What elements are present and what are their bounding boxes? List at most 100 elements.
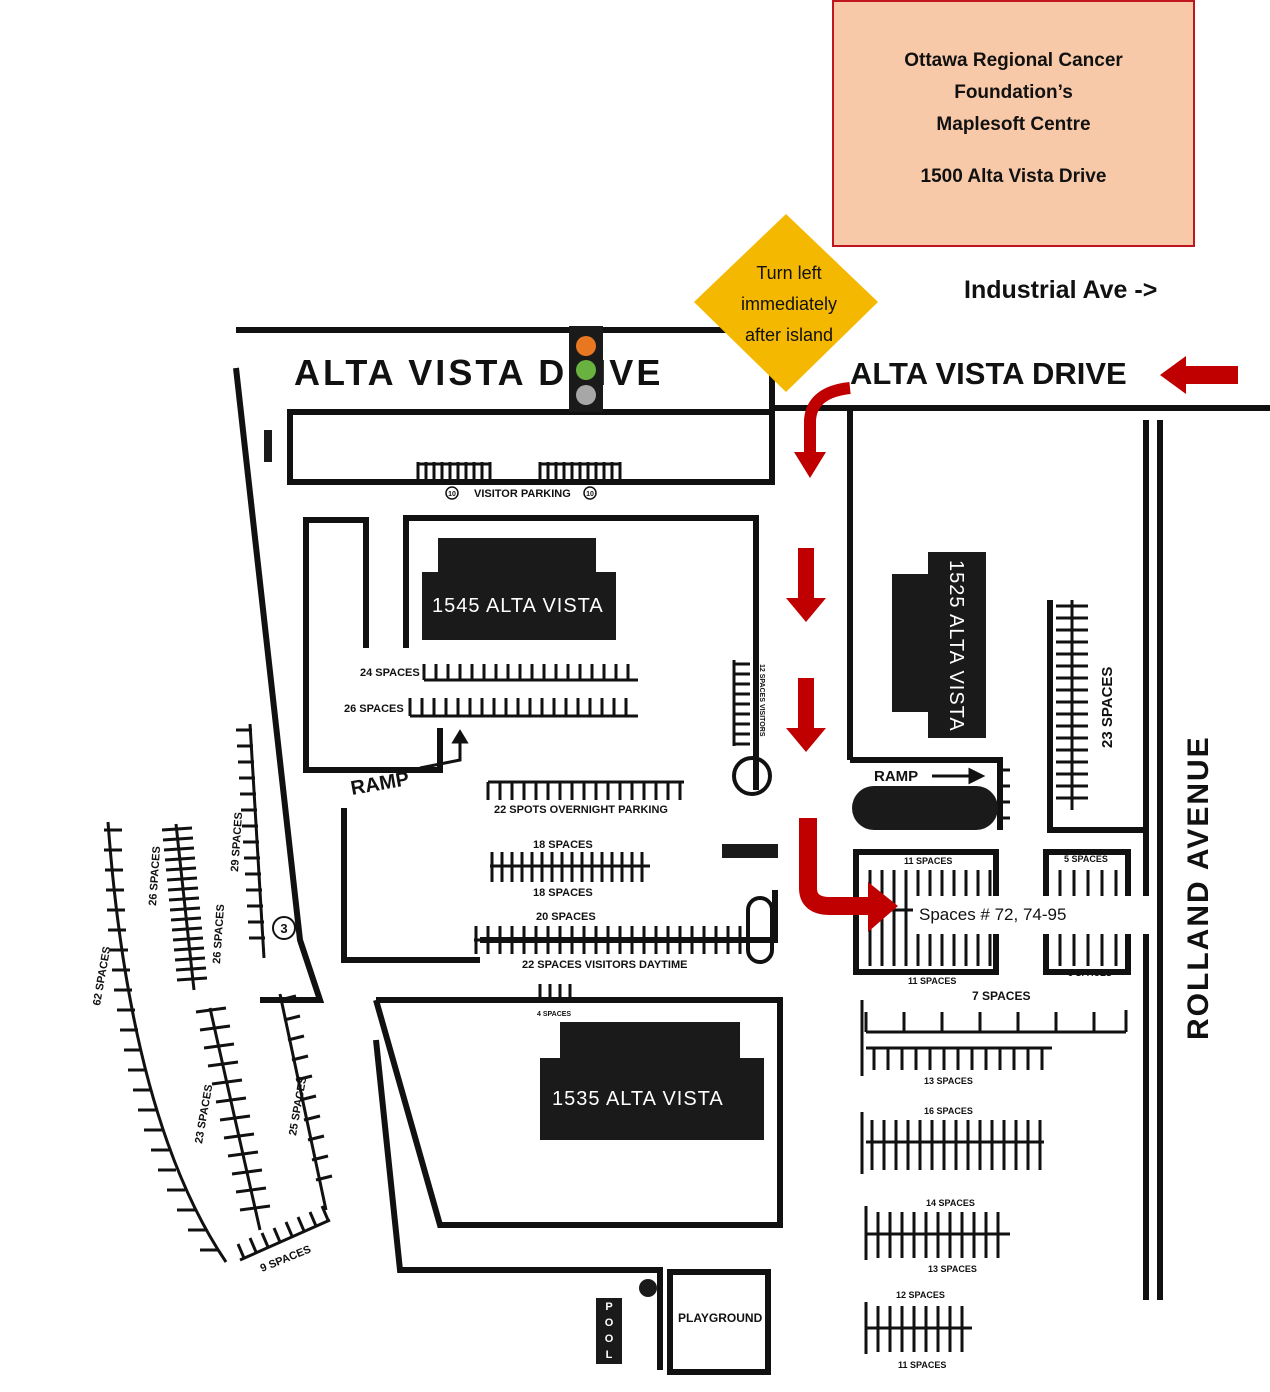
visitor-badge-right: [583, 486, 597, 500]
info-line-3: Maplesoft Centre: [936, 114, 1091, 135]
ramp-left-arrow: [419, 740, 462, 770]
spaces-16-label: 16 SPACES: [924, 1106, 973, 1116]
building-1545: [422, 538, 616, 640]
route-arrow-2-head: [786, 598, 826, 622]
stripes-9: [236, 1205, 331, 1262]
pool-letter-1: P: [605, 1301, 612, 1313]
stripes-26: [408, 698, 638, 718]
info-address: 1500 Alta Vista Drive: [920, 166, 1107, 187]
ramp-block: [852, 786, 998, 830]
route-arrow-3-shaft: [798, 678, 814, 730]
destination-info-box: Ottawa Regional Cancer Foundation’s Mapl…: [832, 0, 1195, 247]
stripes-23-left: [195, 1006, 271, 1231]
alta-vista-drive-map-label: ALTA VISTA DRIVE: [294, 352, 663, 393]
spaces-12-visitors-label: 12 SPACES VISITORS: [758, 664, 765, 737]
ramp-left-arrowhead: [451, 729, 469, 744]
ramp-road: [850, 757, 1003, 830]
stripes-1525-right: [1000, 768, 1010, 820]
turn-sign-line-2: immediately: [740, 294, 838, 314]
alta-vista-drive-overlay-label: ALTA VISTA DRIVE: [850, 356, 1127, 391]
playground-rect: [667, 1269, 771, 1375]
spaces-5-mid-label: 5 SPACES: [1068, 968, 1112, 978]
route-turn-arrow: [804, 382, 851, 455]
turn-sign-line-1: Turn left: [756, 263, 822, 283]
spaces-4-label: 4 SPACES: [537, 1011, 571, 1018]
spaces-11-mid-label: 11 SPACES: [908, 976, 956, 986]
stripes-18: [490, 852, 650, 882]
spaces-11b-label: 11 SPACES: [898, 1360, 946, 1370]
spaces-18-bottom-label: 18 SPACES: [533, 887, 593, 899]
info-line-1: Ottawa Regional Cancer: [904, 50, 1123, 71]
pool-letter-3: O: [605, 1333, 614, 1345]
building-1525: [892, 552, 986, 738]
visitor-parking-label: VISITOR PARKING: [474, 488, 571, 500]
route-turn-arrowhead: [794, 452, 826, 478]
spaces-23-right-label: 23 SPACES: [1099, 667, 1116, 748]
spaces-13b-label: 13 SPACES: [928, 1264, 977, 1274]
playground-label: PLAYGROUND: [678, 1311, 763, 1325]
center-lot: [341, 808, 480, 963]
overnight-label: 22 SPOTS OVERNIGHT PARKING: [494, 804, 668, 816]
visitor-badge-left: [445, 486, 459, 500]
route-arrow-3-head: [786, 728, 826, 752]
building-1545-label: 1545 ALTA VISTA: [432, 595, 604, 617]
stripes-overnight: [486, 780, 684, 800]
ramp-right-arrowhead: [968, 767, 986, 785]
turn-sign-text: Turn left immediately after island: [724, 258, 854, 351]
spaces-29-label: 29 SPACES: [229, 812, 245, 872]
visitor-island: [287, 409, 775, 485]
visitor-badge-left-num: 10: [448, 491, 456, 498]
route-final-arrowhead: [868, 882, 898, 932]
spaces-7-label: 7 SPACES: [972, 989, 1030, 1003]
light-middle: [576, 360, 596, 380]
spaces-12-label: 12 SPACES: [896, 1290, 945, 1300]
turnaround: [732, 756, 772, 796]
south-road: [373, 1039, 663, 1370]
stripes-visitor-right: [538, 462, 622, 482]
spaces-26-left2-label: 26 SPACES: [211, 904, 227, 964]
spaces-62-label: 62 SPACES: [91, 946, 113, 1007]
stripes-20: [474, 926, 748, 954]
industrial-ave-label: Industrial Ave ->: [964, 276, 1158, 304]
road-outline-west: [233, 367, 325, 1003]
spaces-26-label: 26 SPACES: [344, 703, 404, 715]
spaces-25-label: 25 SPACES: [287, 1076, 309, 1137]
block-1545: [403, 515, 759, 790]
spaces-23-left-label: 23 SPACES: [193, 1084, 215, 1145]
visitors-daytime-label: 22 SPACES VISITORS DAYTIME: [522, 959, 687, 971]
spaces-5-top-label: 5 SPACES: [1064, 854, 1108, 864]
traffic-light: [569, 326, 603, 412]
route-arrows: [786, 356, 1238, 932]
stripes-26-left: [161, 823, 208, 991]
pool-letter-2: O: [605, 1317, 614, 1329]
building-1525-label: 1525 ALTA VISTA: [945, 560, 967, 732]
stripes-23-right: [1056, 600, 1088, 810]
stripes-visitor-left: [416, 462, 492, 482]
stripes-24: [422, 664, 638, 682]
info-line-2: Foundation’s: [954, 82, 1073, 103]
circle-3-label: 3: [280, 921, 287, 936]
route-arrow-2-shaft: [798, 548, 814, 600]
route-final-arrow: [799, 818, 872, 915]
spaces-18-top-label: 18 SPACES: [533, 839, 593, 851]
circle-3-marker: [272, 916, 296, 940]
block-1535: [373, 997, 783, 1228]
spaces-26-left-label: 26 SPACES: [147, 846, 163, 906]
spaces-11-top-label: 11 SPACES: [904, 856, 952, 866]
stripes-29: [236, 723, 266, 959]
building-1535: [540, 1022, 764, 1140]
block-west: [303, 517, 443, 773]
rolland-avenue-label: ROLLAND AVENUE: [1182, 735, 1215, 1040]
ramp-right-label: RAMP: [874, 768, 918, 785]
center-divider: [722, 844, 778, 858]
turn-sign-diamond: [694, 214, 878, 392]
light-bottom: [576, 385, 596, 405]
building-1535-label: 1535 ALTA VISTA: [552, 1088, 724, 1110]
stripes-62: [104, 821, 228, 1263]
eastbound-arrow-shaft: [1184, 366, 1238, 384]
marker-left: [264, 430, 272, 462]
spaces-14-label: 14 SPACES: [926, 1198, 975, 1208]
visitor-badge-right-num: 10: [586, 491, 594, 498]
spaces-13-label: 13 SPACES: [924, 1076, 973, 1086]
